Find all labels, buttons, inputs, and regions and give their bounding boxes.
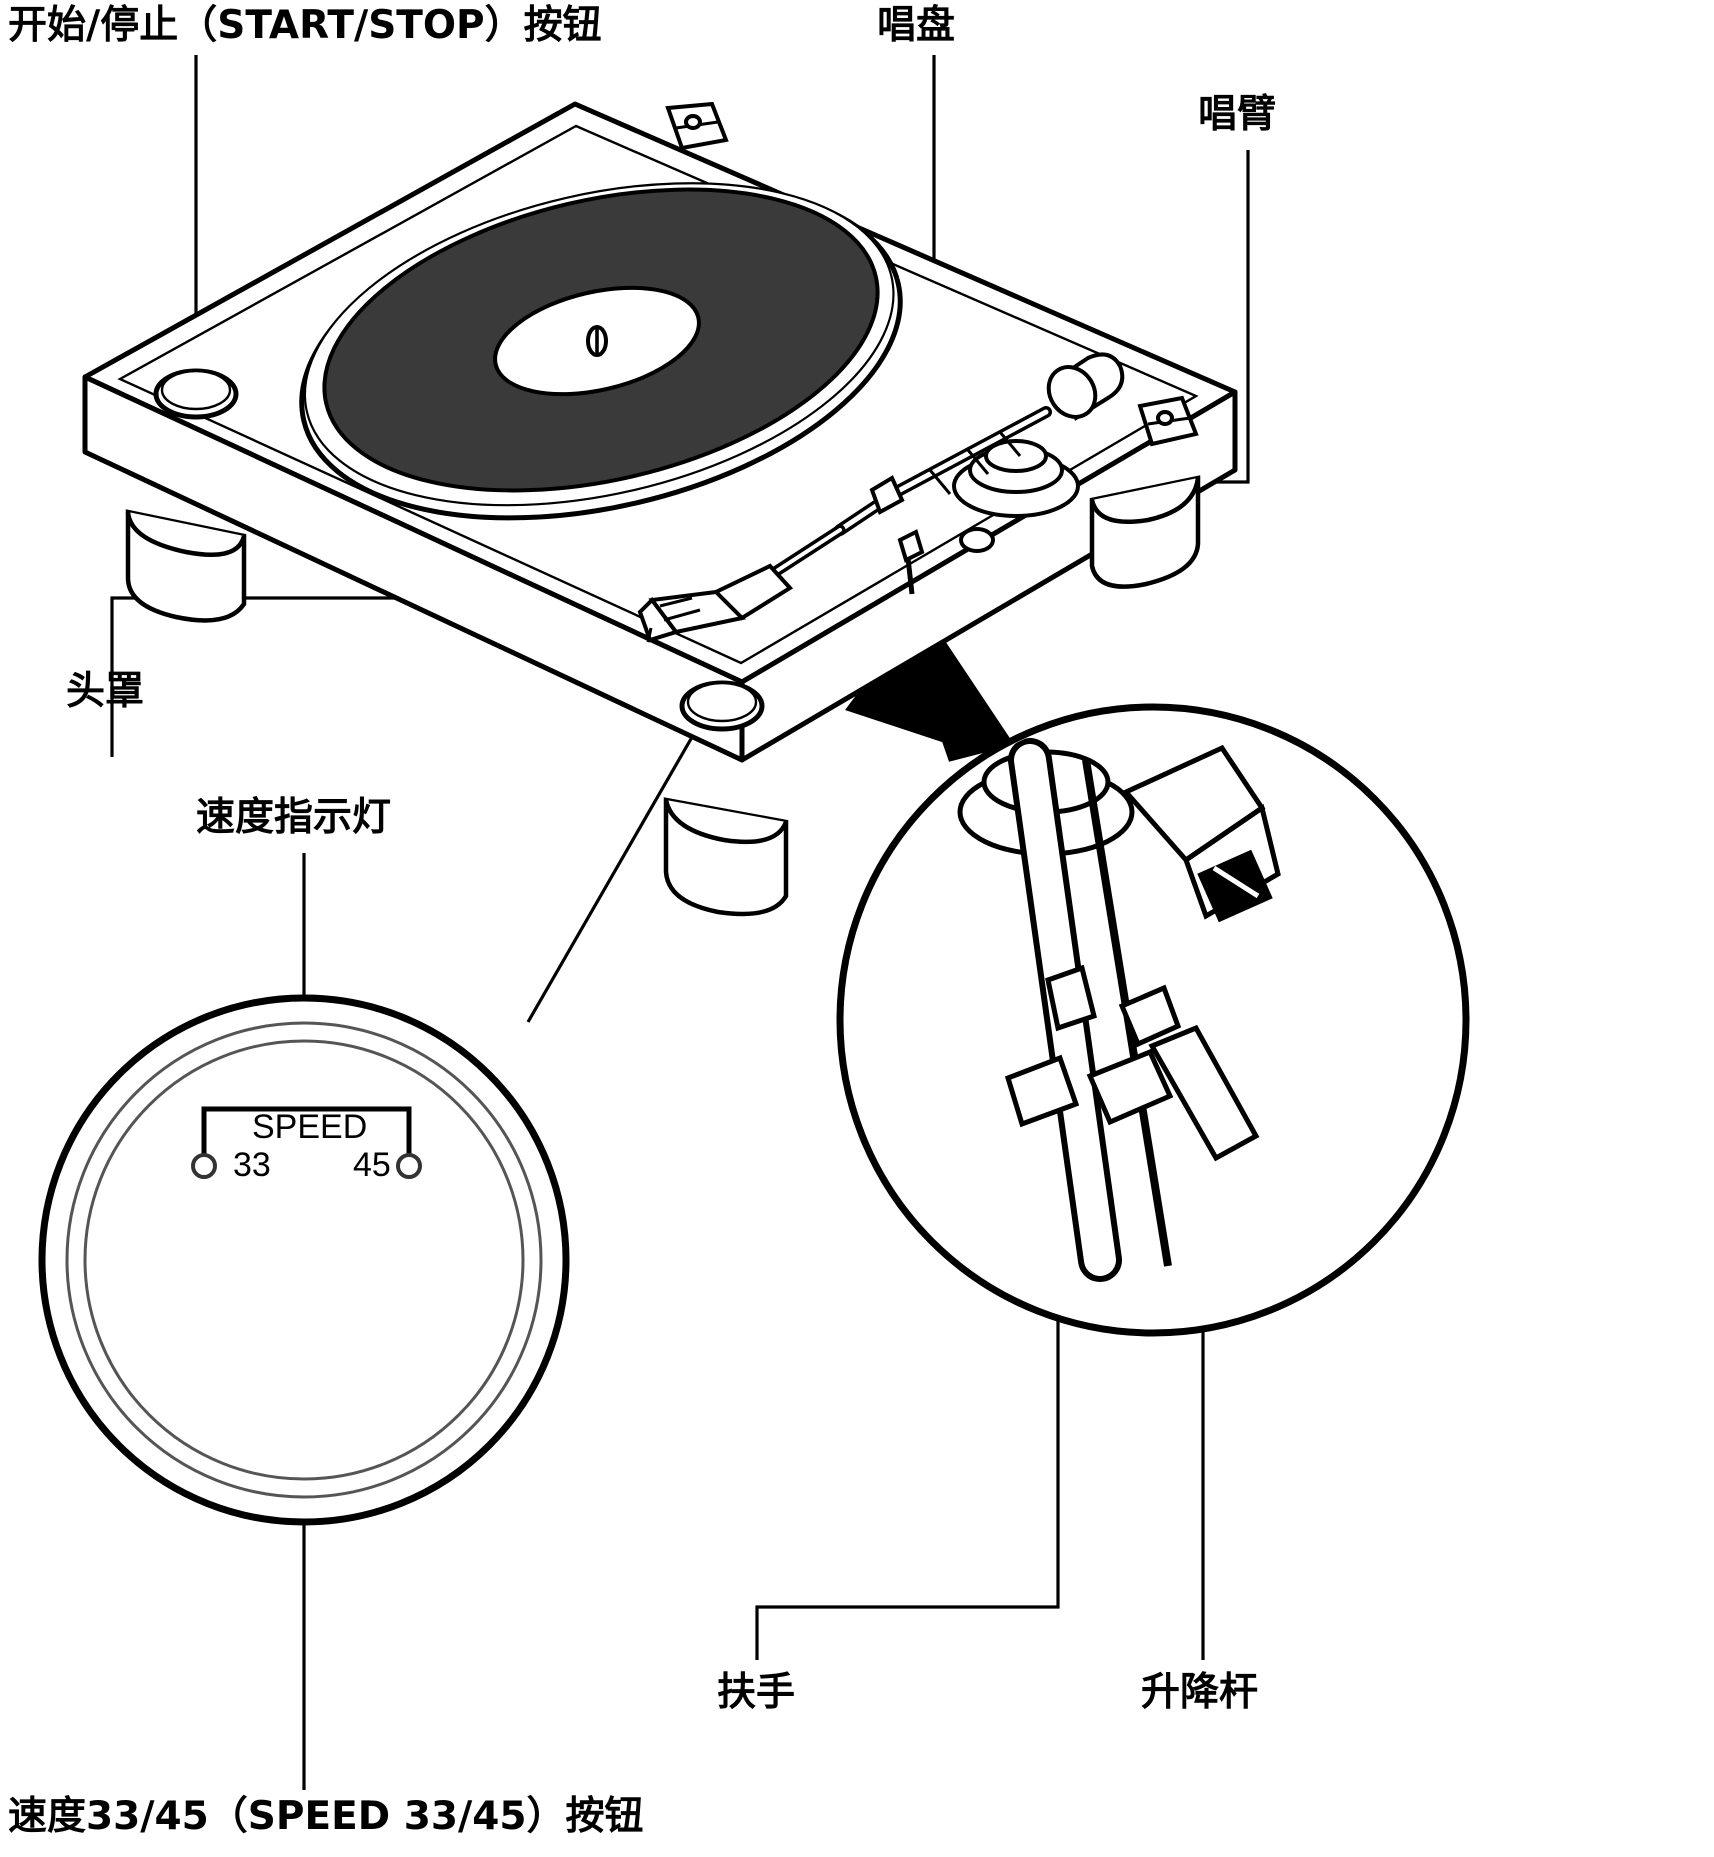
- speed-leds: [191, 1153, 422, 1179]
- callout-label-headshell: 头罩: [66, 669, 145, 714]
- hinge-left: [665, 101, 729, 151]
- speed-option-33-label: 33: [233, 1146, 271, 1184]
- callout-label-start-stop: 开始/停止（START/STOP）按钮: [8, 3, 602, 48]
- speed-button-on-deck[interactable]: [679, 680, 765, 732]
- speed-panel-bracket: [201, 1106, 412, 1166]
- leader-armrest: [755, 1105, 1060, 1660]
- turntable-feet: [125, 475, 1201, 917]
- callout-label-tonearm: 唱臂: [1198, 92, 1277, 137]
- callout-label-armrest: 扶手: [717, 1670, 796, 1715]
- leader-speed-dial-callout: [526, 717, 705, 1023]
- callout-label-lift-lever: 升降杆: [1141, 1670, 1259, 1715]
- speed-panel-heading: SPEED: [252, 1108, 368, 1146]
- tonearm-detail-content: [957, 738, 1281, 1282]
- hinge-right: [1137, 395, 1199, 447]
- headshell: [637, 563, 794, 643]
- plinth-bevel: [117, 124, 1199, 665]
- start-stop-button[interactable]: [153, 368, 239, 420]
- platter: [299, 182, 903, 521]
- armrest-clamp: [869, 475, 905, 515]
- callout-label-platter: 唱盘: [877, 3, 956, 48]
- tonearm: [766, 352, 1125, 580]
- callout-label-speed-button: 速度33/45（SPEED 33/45）按钮: [8, 1794, 644, 1839]
- speed-option-45-label: 45: [353, 1146, 391, 1184]
- speed-dial[interactable]: [38, 994, 570, 1526]
- callout-label-speed-indicator: 速度指示灯: [196, 795, 392, 840]
- cue-lever: [897, 529, 925, 595]
